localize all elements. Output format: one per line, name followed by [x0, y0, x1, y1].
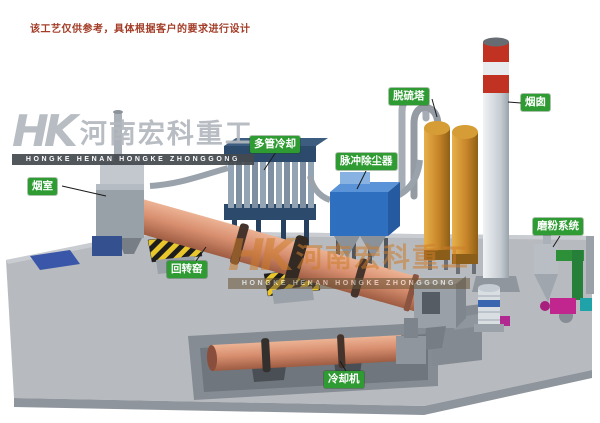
label-rotary-kiln: 回转窑 [167, 261, 207, 278]
label-desulfurization-tower: 脱硫塔 [389, 88, 429, 105]
label-multi-tube-cooler: 多管冷却 [250, 136, 300, 153]
label-chimney: 烟囱 [521, 94, 550, 111]
powder-silo [452, 284, 510, 332]
desulfurization-towers [424, 121, 478, 274]
label-grinding-system: 磨粉系统 [533, 218, 583, 235]
pulse-dust-collector [307, 159, 423, 272]
disclaimer-text: 该工艺仅供参考，具体根据客户的要求进行设计 [30, 24, 251, 35]
leader-lines [61, 98, 561, 372]
blue-pad [30, 250, 80, 270]
smoke-chamber-stack [100, 110, 144, 190]
chimney [472, 37, 520, 292]
label-cooling-machine: 冷却机 [324, 371, 364, 388]
smoke-chamber [92, 184, 144, 256]
label-pulse-dust-collector: 脉冲除尘器 [336, 153, 397, 170]
cooling-machine [206, 318, 426, 382]
label-smoke-chamber: 烟室 [28, 178, 57, 195]
grinding-system [534, 226, 594, 323]
